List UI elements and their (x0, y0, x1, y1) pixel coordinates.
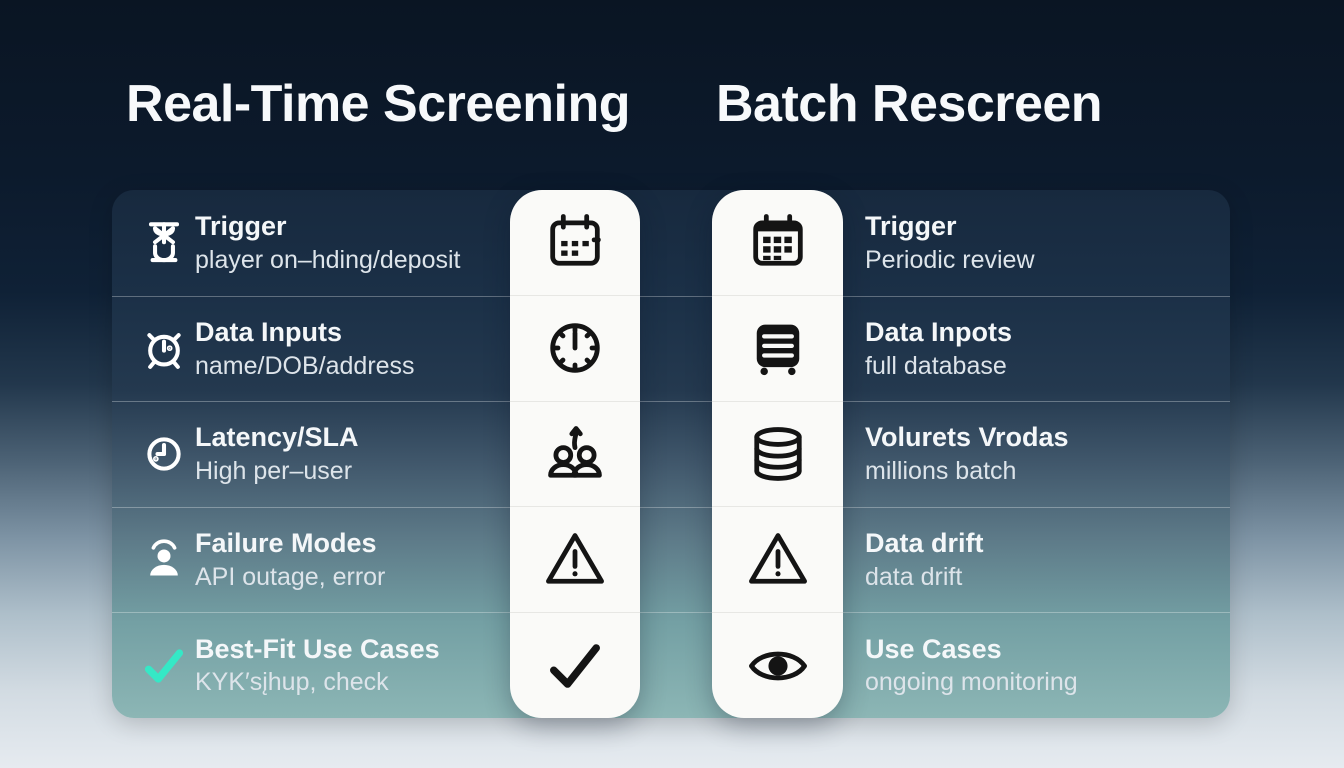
comparison-row-latency: Latency/SLA High per–user Volurets Vroda… (112, 401, 1230, 507)
row-title: Trigger (865, 210, 957, 241)
right-row-text: Use Cases ongoing monitoring (865, 633, 1078, 699)
row-subtitle: millions batch (865, 457, 1017, 486)
warning-triangle-icon (712, 506, 843, 612)
row-subtitle: name/DOB/address (195, 351, 415, 380)
person-icon (134, 530, 194, 590)
row-title: Data drift (865, 527, 984, 558)
realtime-icon-card (510, 190, 640, 718)
row-subtitle: ongoing monitoring (865, 668, 1078, 697)
checkmark-icon (134, 636, 194, 696)
row-title: Data Inputs (195, 316, 343, 347)
row-title: Best-Fit Use Cases (195, 633, 440, 664)
left-row-text: Failure Modes API outage, error (195, 527, 385, 593)
left-row-text: Latency/SLA High per–user (195, 421, 359, 487)
left-column-title: Real-Time Screening (126, 75, 630, 133)
right-row-text: Volurets Vrodas millions batch (865, 421, 1069, 487)
row-title: Volurets Vrodas (865, 422, 1069, 453)
row-title: Failure Modes (195, 527, 377, 558)
comparison-row-trigger: Trigger player on–hding/deposit Trigger … (112, 190, 1230, 296)
row-subtitle: KYK′sįhup, check (195, 668, 389, 697)
comparison-row-data-inputs: Data Inputs name/DOB/address Data Inpots… (112, 295, 1230, 402)
warning-triangle-icon (510, 506, 640, 612)
left-row-text: Best-Fit Use Cases KYK′sįhup, check (195, 633, 440, 699)
row-subtitle: full database (865, 351, 1007, 380)
right-column-title: Batch Rescreen (716, 75, 1103, 133)
server-icon (712, 294, 843, 401)
alarm-clock-icon (134, 319, 194, 379)
eye-icon (712, 612, 843, 718)
checkmark-icon (510, 612, 640, 718)
right-row-text: Trigger Periodic review (865, 210, 1035, 276)
left-row-text: Data Inputs name/DOB/address (195, 316, 415, 382)
row-subtitle: data drift (865, 562, 963, 591)
row-title: Data Inpots (865, 316, 1013, 347)
row-title: Trigger (195, 210, 287, 241)
clock-icon (134, 424, 194, 484)
comparison-row-use-cases: Best-Fit Use Cases KYK′sįhup, check Use … (112, 612, 1230, 718)
calendar-icon (510, 190, 640, 295)
right-row-text: Data Inpots full database (865, 316, 1012, 382)
batch-icon-card (712, 190, 843, 718)
hourglass-icon (134, 213, 194, 273)
row-subtitle: High per–user (195, 457, 353, 486)
left-row-text: Trigger player on–hding/deposit (195, 210, 460, 276)
comparison-row-failure-modes: Failure Modes API outage, error Data dri… (112, 506, 1230, 613)
comparison-panel: Trigger player on–hding/deposit Trigger … (112, 190, 1230, 718)
people-arrow-icon (510, 400, 640, 507)
row-title: Use Cases (865, 633, 1002, 664)
clock-icon (510, 294, 640, 401)
row-subtitle: player on–hding/deposit (195, 245, 461, 274)
row-subtitle: API outage, error (195, 562, 386, 591)
row-title: Latency/SLA (195, 422, 359, 453)
database-stack-icon (712, 400, 843, 507)
row-subtitle: Periodic review (865, 245, 1035, 274)
right-row-text: Data drift data drift (865, 527, 984, 593)
calendar-filled-icon (712, 190, 843, 295)
